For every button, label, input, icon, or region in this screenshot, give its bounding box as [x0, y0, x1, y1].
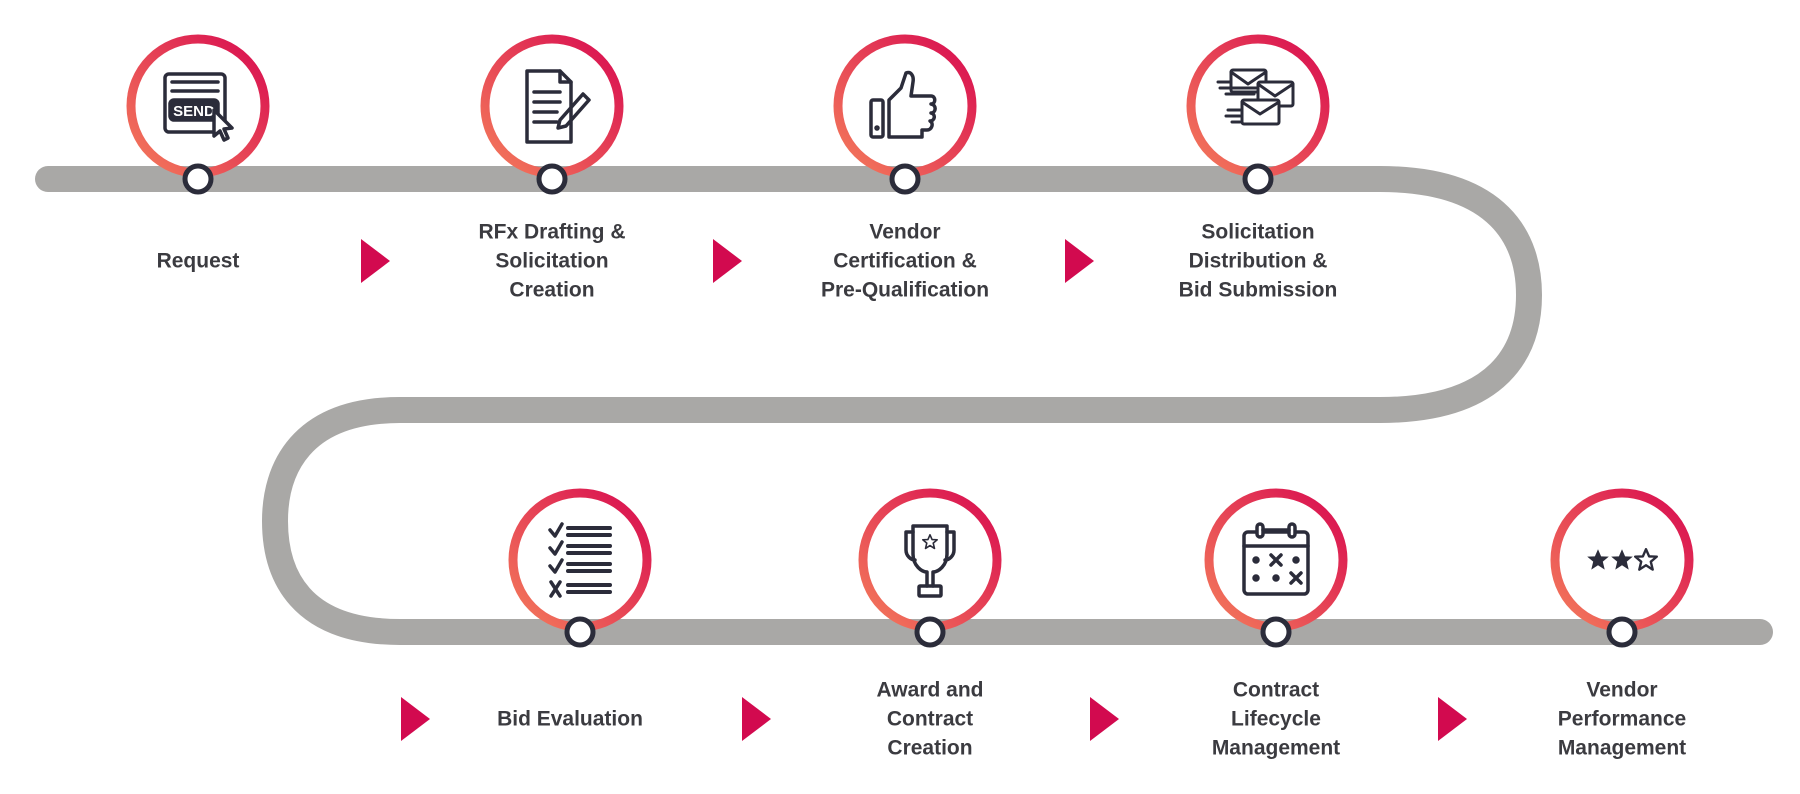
document-edit-icon — [525, 69, 591, 144]
label-line: RFx Drafting & — [478, 220, 626, 244]
step-ring-2 — [480, 34, 624, 178]
arrow-right-icon — [401, 697, 430, 741]
step-ring-5 — [508, 488, 652, 632]
label-line: Certification & — [833, 249, 977, 273]
arrow-right-icon — [1065, 239, 1094, 283]
label-line: Lifecycle — [1231, 707, 1321, 731]
label-line: Creation — [509, 278, 595, 302]
step-label-bid-evaluation: Bid Evaluation — [450, 705, 690, 734]
label-line: Contract — [1232, 678, 1320, 702]
calendar-icon — [1242, 522, 1310, 596]
step-node-7 — [1260, 616, 1292, 648]
step-ring-3 — [833, 34, 977, 178]
arrow-right-icon — [1438, 697, 1467, 741]
arrow-right-icon — [361, 239, 390, 283]
step-node-8 — [1606, 616, 1638, 648]
step-node-1 — [182, 163, 214, 195]
label-line: Contract — [886, 707, 974, 731]
label-line: Request — [156, 249, 240, 273]
step-ring-6 — [858, 488, 1002, 632]
label-line: Creation — [887, 736, 973, 760]
label-line: Management — [1211, 736, 1341, 760]
step-node-6 — [914, 616, 946, 648]
label-line: Vendor — [1586, 678, 1658, 702]
label-line: Vendor — [869, 220, 941, 244]
checklist-icon — [548, 522, 612, 598]
arrow-right-icon — [713, 239, 742, 283]
roadmap-track — [35, 166, 1773, 645]
thumbs-up-icon — [869, 70, 937, 139]
step-node-4 — [1242, 163, 1274, 195]
label-line: Solicitation — [1201, 220, 1315, 244]
label-line: Management — [1557, 736, 1687, 760]
step-label-request: Request — [78, 247, 318, 276]
step-node-3 — [889, 163, 921, 195]
label-line: Pre-Qualification — [820, 278, 990, 302]
label-line: Distribution & — [1188, 249, 1328, 273]
label-line: Solicitation — [495, 249, 609, 273]
label-line: Bid Submission — [1178, 278, 1338, 302]
send-icon: SEND — [163, 72, 234, 142]
label-line: Award and — [876, 678, 984, 702]
star-rating-icon — [1587, 548, 1658, 571]
arrow-right-icon — [742, 697, 771, 741]
envelopes-icon — [1216, 68, 1295, 126]
trophy-icon — [904, 524, 956, 598]
step-node-2 — [536, 163, 568, 195]
label-line: Bid Evaluation — [497, 707, 643, 731]
arrow-right-icon — [1090, 697, 1119, 741]
svg-text:SEND: SEND — [173, 103, 215, 120]
label-line: Performance — [1557, 707, 1687, 731]
step-node-5 — [564, 616, 596, 648]
